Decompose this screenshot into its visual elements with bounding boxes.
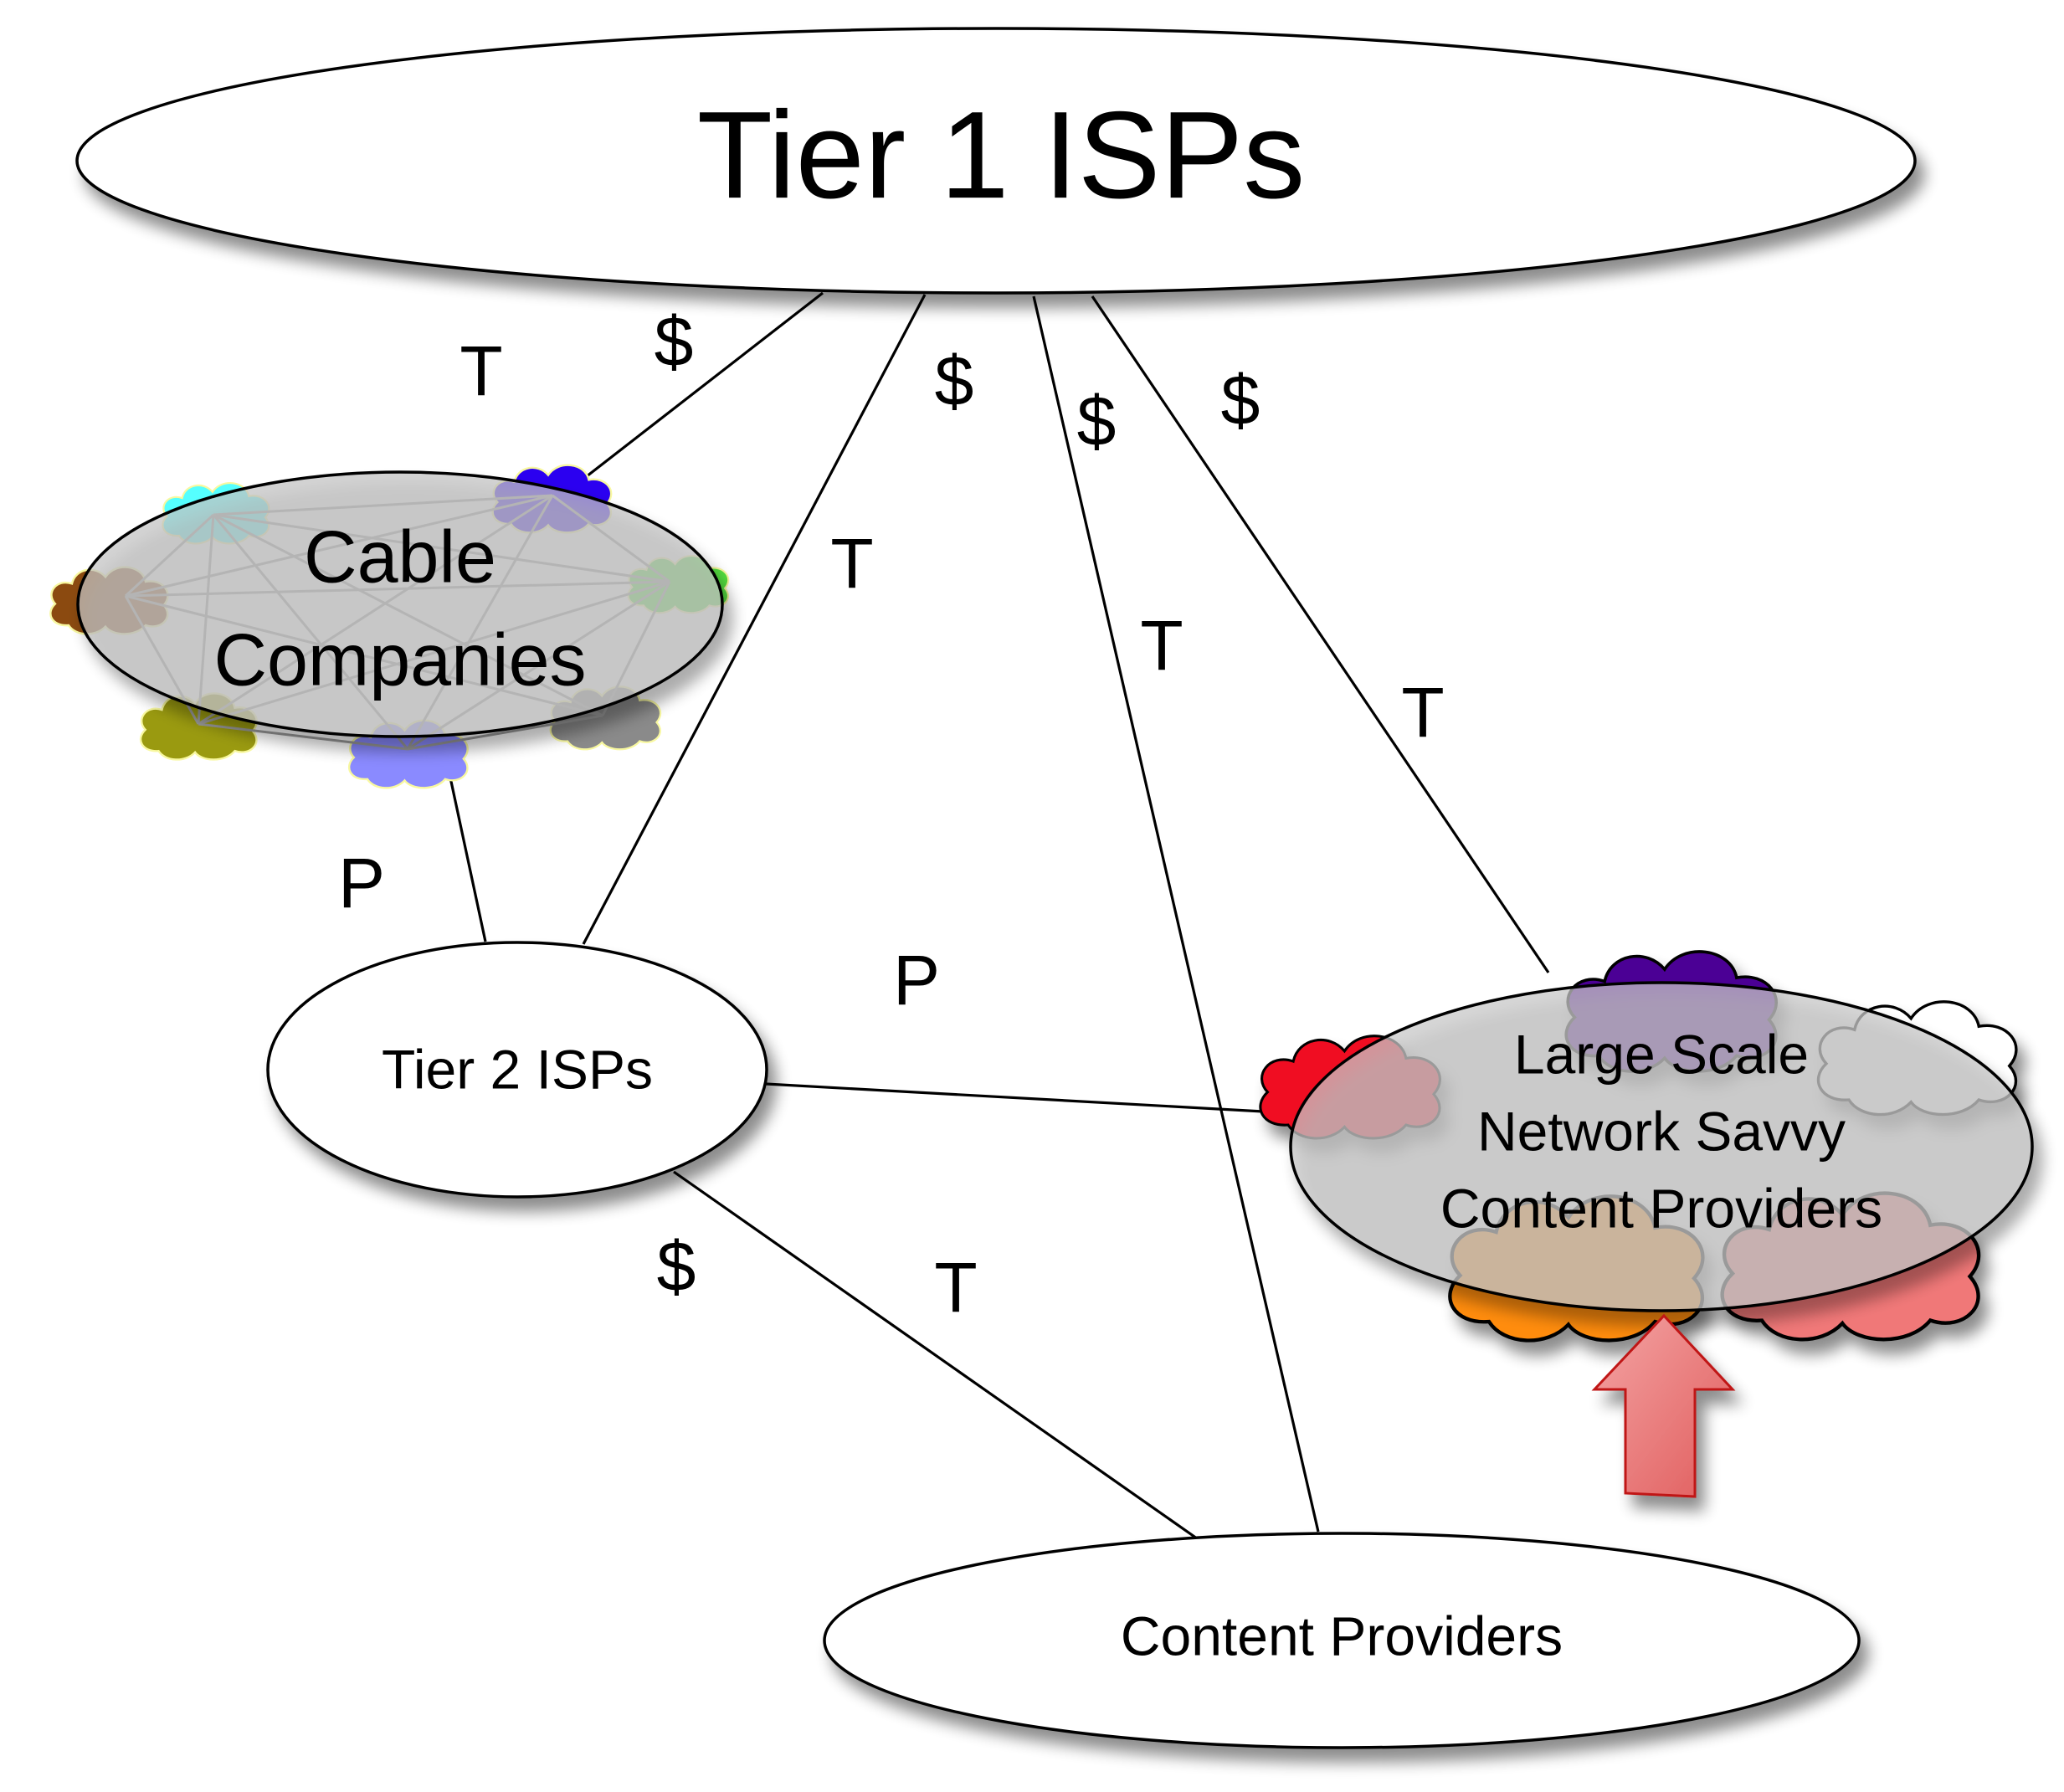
tier2-ellipse: [266, 941, 768, 1199]
tier2-node: Tier 2 ISPs: [266, 941, 768, 1199]
content-providers-node: Content Providers: [823, 1532, 1861, 1749]
large-scale-node: Large Scale Network Savvy Content Provid…: [1260, 952, 2034, 1341]
edge-label-tier2-content-payment: $: [657, 1227, 696, 1306]
edge-label-tier2-content-transit: T: [934, 1248, 977, 1327]
edge-labels: T $ $ T $ T $ T P P $ T: [338, 302, 1445, 1327]
up-arrow-icon: [1591, 1313, 1736, 1498]
edge-label-tier1-large-transit: T: [1401, 673, 1444, 752]
edge-tier2-large: [765, 1082, 1294, 1115]
edge-label-cable-tier2-peering: P: [338, 844, 385, 922]
edge-label-tier1-tier2-transit: T: [830, 524, 873, 603]
tier1-ellipse: [75, 27, 1917, 295]
edge-label-tier2-large-peering: P: [893, 941, 940, 1019]
tier1-node: Tier 1 ISPs: [75, 27, 1917, 295]
large-scale-label-line-1: Large Scale: [1514, 1023, 1809, 1085]
edge-tier1-large: [1091, 295, 1550, 973]
edge-label-tier1-tier2-payment: $: [935, 341, 974, 420]
large-scale-label-line-2: Network Savvy: [1477, 1100, 1846, 1162]
cable-companies-node: Cable Companies: [49, 464, 730, 789]
cable-ellipse: [76, 470, 724, 738]
edge-tier2-content: [673, 1170, 1198, 1540]
edge-label-tier1-cable-payment: $: [655, 302, 694, 381]
edge-label-tier1-large-payment: $: [1221, 361, 1260, 439]
tier2-label: Tier 2 ISPs: [382, 1038, 653, 1100]
tier1-label: Tier 1 ISPs: [697, 86, 1306, 224]
edge-label-tier1-content-payment: $: [1077, 382, 1117, 460]
edge-tier1-tier2: [582, 294, 927, 945]
edge-tier1-cable: [556, 291, 824, 501]
edge-label-tier1-content-transit: T: [1140, 606, 1183, 685]
large-scale-ellipse: [1289, 981, 2034, 1312]
content-providers-label: Content Providers: [1121, 1605, 1563, 1666]
edge-cable-tier2: [446, 765, 487, 942]
large-scale-label-line-3: Content Providers: [1440, 1177, 1882, 1239]
edge-label-tier1-cable-transit: T: [460, 331, 502, 410]
cable-label-line-2: Companies: [213, 618, 586, 701]
content-providers-ellipse: [823, 1532, 1861, 1749]
edge-tier1-content: [1032, 295, 1320, 1533]
cable-label-line-1: Cable: [304, 515, 496, 598]
edges: [446, 291, 1550, 1540]
